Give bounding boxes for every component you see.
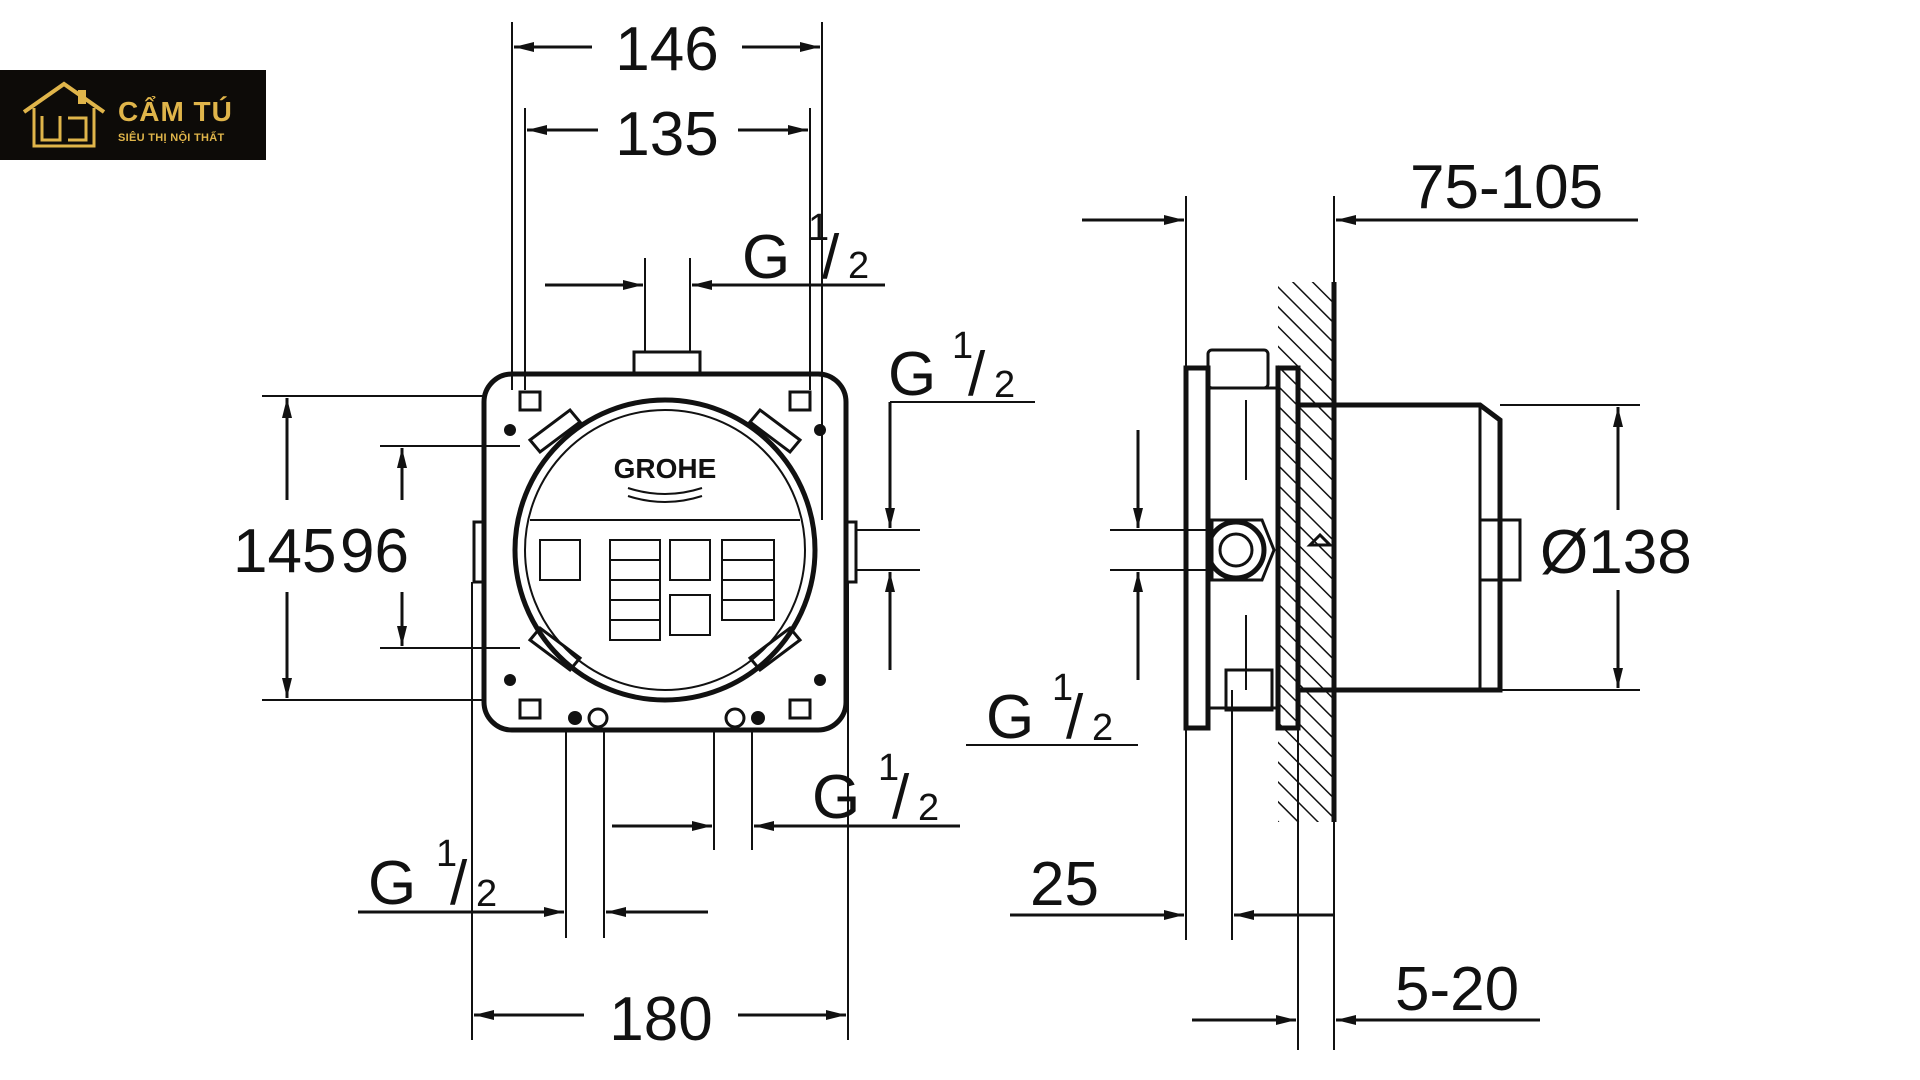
svg-text:2: 2 bbox=[476, 873, 497, 915]
connector-bottom-left-label: G 1 / 2 bbox=[358, 728, 708, 938]
dim-75-105: 75-105 bbox=[1082, 153, 1638, 1050]
dim-width-base: 180 bbox=[609, 985, 712, 1054]
dim-135: 135 bbox=[524, 100, 811, 390]
svg-text:/: / bbox=[822, 223, 840, 292]
svg-text:2: 2 bbox=[1092, 707, 1113, 749]
valve-housing: GROHE bbox=[472, 350, 858, 733]
svg-text:2: 2 bbox=[918, 787, 939, 829]
svg-text:1: 1 bbox=[952, 325, 973, 367]
dim-25: 25 bbox=[1010, 690, 1334, 940]
dim-height-outer: 145 bbox=[233, 517, 336, 586]
logo-name: CẨM TÚ bbox=[118, 96, 233, 127]
connector-side-label: G 1 / 2 bbox=[966, 430, 1210, 752]
svg-text:G: G bbox=[812, 763, 860, 832]
wall bbox=[1278, 282, 1337, 822]
svg-text:G: G bbox=[888, 340, 936, 409]
svg-text:1: 1 bbox=[1052, 667, 1073, 709]
logo-tagline: SIÊU THỊ NỘI THẤT bbox=[118, 132, 225, 144]
dim-180: 180 bbox=[471, 582, 849, 1054]
dim-146: 146 bbox=[511, 15, 823, 520]
svg-text:2: 2 bbox=[848, 245, 869, 287]
house-icon bbox=[22, 81, 106, 148]
grohe-logo: GROHE bbox=[614, 453, 717, 484]
svg-text:2: 2 bbox=[994, 364, 1015, 406]
front-view: 146 135 G 1 / 2 bbox=[233, 15, 1035, 1054]
svg-text:G: G bbox=[368, 849, 416, 918]
svg-text:G: G bbox=[742, 223, 790, 292]
svg-text:1: 1 bbox=[808, 207, 829, 249]
svg-text:/: / bbox=[1066, 683, 1084, 752]
svg-text:1: 1 bbox=[878, 747, 899, 789]
svg-text:1: 1 bbox=[436, 833, 457, 875]
dim-width-inner: 135 bbox=[615, 100, 718, 169]
svg-text:/: / bbox=[968, 340, 986, 409]
dim-tile: 5-20 bbox=[1395, 955, 1519, 1024]
side-view: 75-105 Ø138 G 1 / 2 25 bbox=[966, 153, 1692, 1050]
dim-wall-depth: 75-105 bbox=[1410, 153, 1603, 222]
dim-width-outer: 146 bbox=[615, 15, 718, 84]
svg-text:/: / bbox=[892, 763, 910, 832]
dim-height-inner: 96 bbox=[340, 517, 409, 586]
dim-diameter-value: Ø138 bbox=[1540, 518, 1692, 587]
dim-heights: 145 96 bbox=[233, 395, 520, 701]
svg-text:/: / bbox=[450, 849, 468, 918]
connector-top-label: G 1 / 2 bbox=[545, 207, 885, 352]
brand-logo: CẨM TÚ SIÊU THỊ NỘI THẤT bbox=[0, 70, 266, 160]
connector-bottom-right-label: G 1 / 2 bbox=[612, 728, 960, 850]
svg-text:G: G bbox=[986, 683, 1034, 752]
dim-diameter: Ø138 bbox=[1500, 404, 1692, 691]
connector-right-label: G 1 / 2 bbox=[856, 325, 1035, 670]
dim-offset: 25 bbox=[1030, 850, 1099, 919]
dim-5-20: 5-20 bbox=[1192, 940, 1540, 1050]
